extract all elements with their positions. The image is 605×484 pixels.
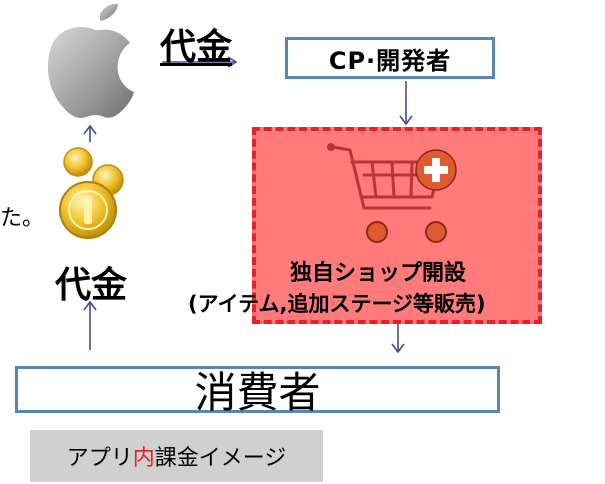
shop-area: [252, 127, 542, 324]
cp-developer-label: CP·開発者: [328, 46, 452, 75]
caption-text-after: 課金イメージ: [154, 446, 287, 471]
mid-payment-label: 代金: [55, 265, 128, 306]
caption-box: アプリ内課金イメージ: [30, 430, 323, 482]
shop-title: 独自ショップ開設: [290, 261, 467, 286]
consumer-label: 消費者: [194, 368, 321, 417]
shop-subtitle: (アイテム,追加ステージ等販売): [188, 292, 486, 316]
stray-text: た。: [0, 206, 45, 231]
caption-text-before: アプリ: [66, 446, 133, 471]
caption-text-accent: 内: [132, 446, 155, 471]
cp-developer-box: CP·開発者: [285, 37, 495, 79]
top-payment-label: 代金: [160, 27, 233, 68]
consumer-box: 消費者: [15, 366, 500, 417]
